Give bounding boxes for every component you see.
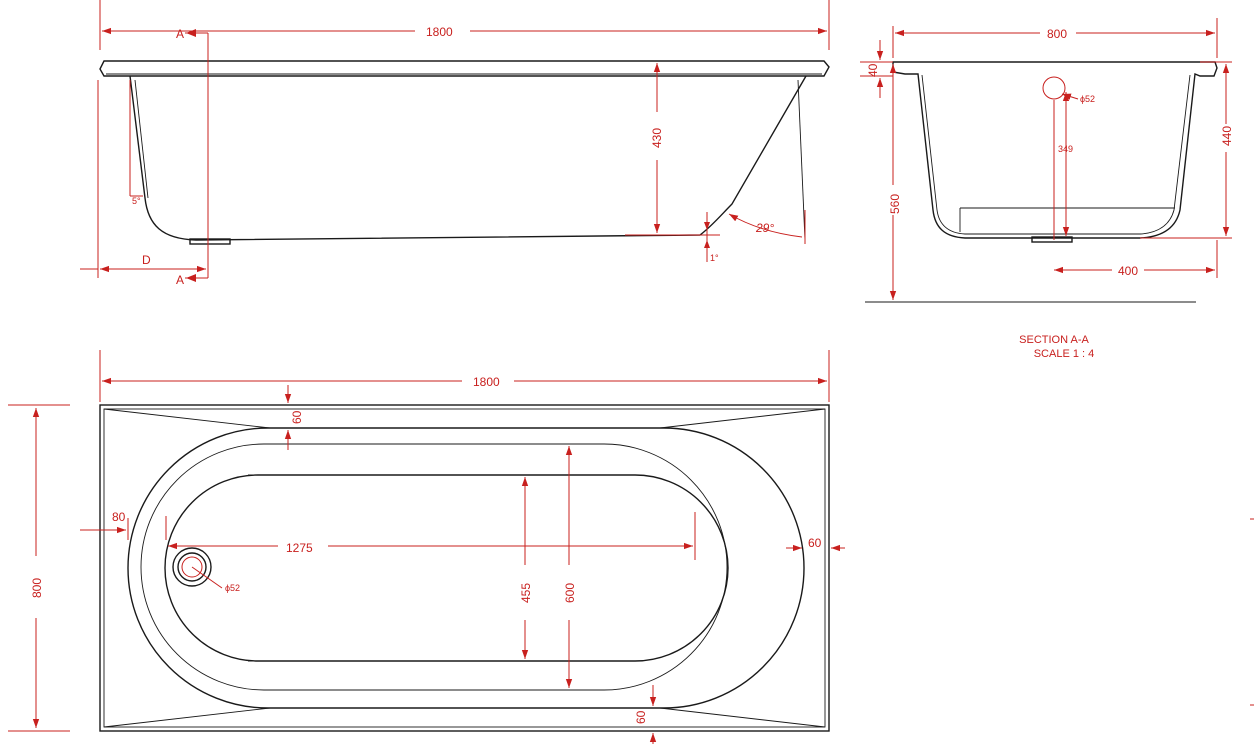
plan-tub-top-edge: [127, 427, 805, 709]
plan-outer-width-dim: 600: [563, 583, 577, 603]
plan-rim-top-dim: 60: [290, 410, 304, 424]
plan-rim-left-dim: 80: [112, 510, 126, 524]
plan-waste-center: [181, 556, 203, 578]
section-view: ϕ52 349 800 40 560 440 400 SECTION A: [860, 18, 1234, 360]
overflow-leader: [1061, 93, 1079, 100]
bevel-br: [659, 707, 826, 728]
side-rim: [99, 60, 830, 77]
bevel-bl: [103, 707, 271, 728]
side-depth-dim: 430: [650, 128, 664, 148]
overflow-hole: [1042, 76, 1066, 100]
plan-inner-width-dim: 455: [519, 583, 533, 603]
section-arrowhead-bottom: [186, 274, 196, 282]
waste-offset-dim: 400: [1118, 264, 1138, 278]
plan-waste-inner: [177, 552, 207, 582]
overflow-diameter-dim: ϕ52: [1080, 94, 1095, 104]
plan-rim-bottom-dim: 60: [634, 710, 648, 724]
section-inner-profile: [921, 74, 1191, 235]
side-length-dim: 1800: [426, 25, 453, 39]
plan-tub-inner-wall: [140, 443, 728, 691]
section-width-dim: 800: [1047, 27, 1067, 41]
bevel-tr: [659, 408, 826, 429]
plan-waste-outer: [172, 547, 212, 587]
plan-view: ϕ52 1800 800 60 60 60 80 1275: [8, 350, 845, 744]
scale-caption: SCALE 1 : 4: [1034, 348, 1095, 360]
rim-height-dim: 40: [866, 63, 880, 77]
section-arrowhead-top: [186, 29, 196, 37]
total-height-dim: 560: [888, 194, 902, 214]
section-label-top: A: [176, 27, 184, 41]
side-tub-body: [129, 75, 807, 241]
section-depth-dim: 440: [1220, 126, 1234, 146]
section-caption: SECTION A-A: [1019, 334, 1089, 346]
plan-waste-diameter-dim: ϕ52: [225, 583, 240, 593]
angle-arrow-1-top: [704, 222, 710, 230]
section-waste-outlet: [1031, 236, 1073, 243]
overflow-height-dim: 349: [1058, 144, 1073, 154]
angle-arrow-1-bottom: [704, 240, 710, 248]
plan-length-dim: 1800: [473, 375, 500, 389]
side-support-line: [797, 79, 806, 241]
side-view: A A 1800 430 D 5° 1° 29°: [80, 0, 830, 287]
plan-width-dim: 800: [30, 578, 44, 598]
plan-tub-floor: [164, 474, 729, 662]
end-angle-dim: 29°: [755, 221, 774, 235]
plan-outer-rim: [99, 404, 830, 732]
plan-waste-leader: [191, 566, 223, 589]
bevel-tl: [103, 408, 271, 429]
floor-slope-dim: 1°: [710, 253, 719, 263]
plan-rim-right-dim: 60: [808, 536, 822, 550]
plan-inner-length-dim: 1275: [286, 541, 313, 555]
section-outer-profile: [892, 61, 1218, 239]
angle-arc-29: [728, 213, 803, 238]
wall-angle-dim: 5°: [132, 196, 141, 206]
datum-label: D: [142, 253, 151, 267]
plan-outer-rim-inner: [103, 408, 826, 728]
side-waste-outlet: [189, 238, 231, 245]
section-label-bottom: A: [176, 273, 184, 287]
side-tub-inner-wall: [134, 79, 149, 199]
